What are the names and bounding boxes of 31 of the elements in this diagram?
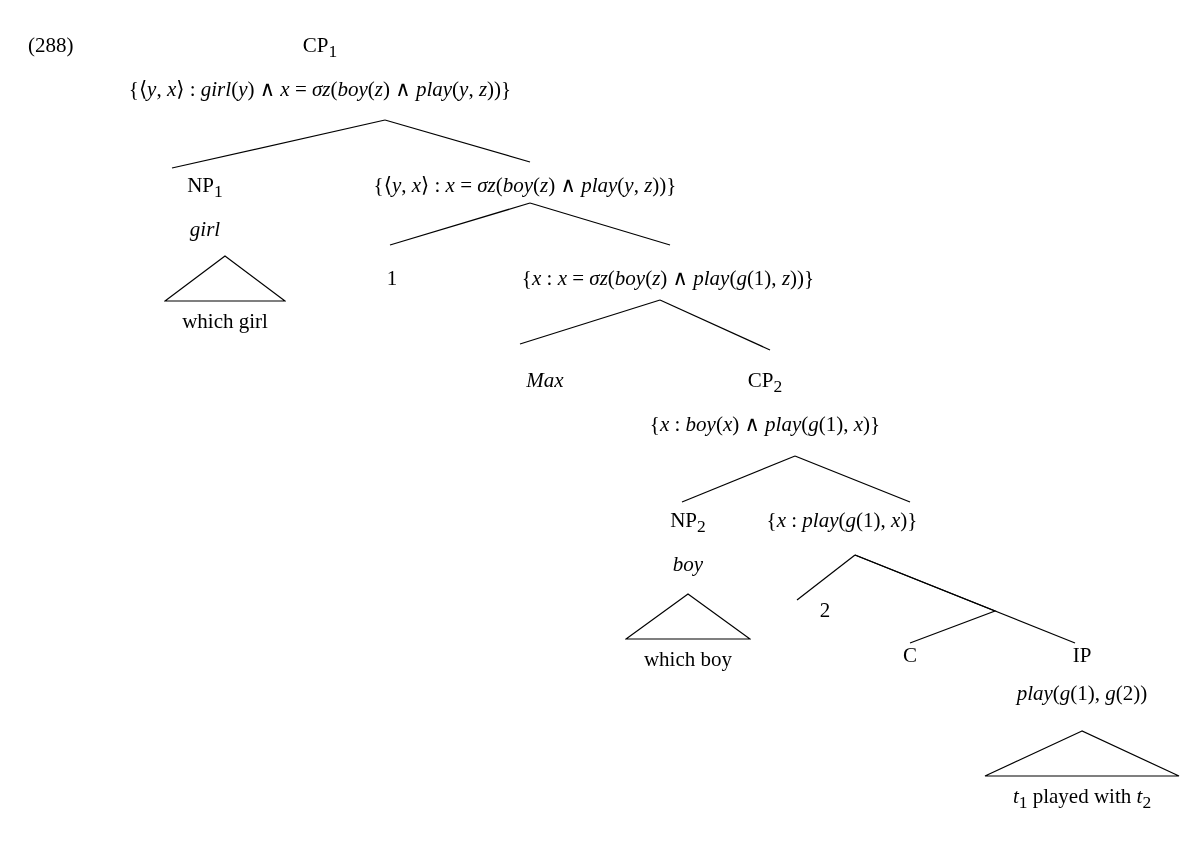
semantic-formula: {⟨y, x⟩ : x = σz(boy(z) ∧ play(y, z))} — [373, 173, 677, 197]
semantic-formula: {x : x = σz(boy(z) ∧ play(g(1), z))} — [521, 266, 815, 290]
category-label: NP$_{2}$ — [670, 508, 706, 532]
tree-branch — [529, 202, 671, 246]
semantic-formula: {x : play(g(1), x)} — [766, 508, 918, 532]
tree-branch — [519, 299, 661, 345]
category-label: NP$_{1}$ — [187, 173, 223, 197]
index-label: 2 — [819, 598, 831, 622]
semantic-formula: {x : boy(x) ∧ play(g(1), x)} — [649, 412, 881, 437]
proper-name: Max — [526, 368, 564, 392]
tree-branch — [384, 119, 531, 163]
category-label: C — [903, 643, 917, 667]
category-label: IP — [1072, 643, 1092, 667]
phrase-text: t$_{1}$ played with t$_{2}$ — [1012, 784, 1152, 808]
index-label: 1 — [386, 266, 398, 290]
category-label: CP$_{2}$ — [747, 368, 783, 392]
tree-branch — [794, 455, 911, 503]
example-number: (288) — [28, 32, 74, 59]
phrase-text: which girl — [182, 309, 268, 333]
semantic-formula: play(g(1), g(2)) — [1016, 681, 1148, 705]
tree-branch — [854, 554, 1076, 644]
category-label: CP$_{1}$ — [302, 33, 338, 57]
tree-branch — [681, 455, 796, 503]
tree-branch — [171, 119, 386, 169]
semantic-value: girl — [189, 217, 221, 242]
phrase-text: which boy — [643, 647, 733, 671]
semantic-formula: {⟨y, x⟩ : girl(y) ∧ x = σz(boy(z) ∧ play(y, z))} — [128, 77, 512, 102]
semantic-value: boy — [672, 552, 704, 577]
tree-branch — [389, 202, 531, 246]
tree-branch — [659, 299, 771, 351]
tree-branch — [796, 554, 856, 601]
